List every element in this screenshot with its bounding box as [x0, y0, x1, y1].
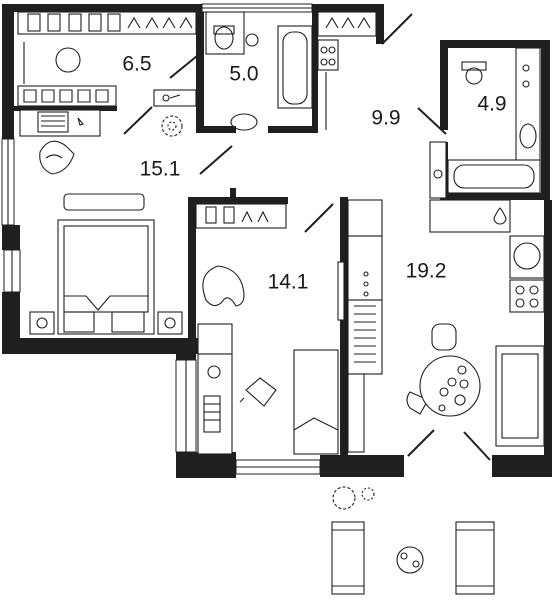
chair-icon [239, 377, 277, 407]
area-label-room: 14.1 [268, 271, 309, 294]
bathroom-2 [429, 47, 541, 199]
sink-icon [230, 113, 258, 131]
desk-icon [19, 109, 101, 137]
kitchen-living [347, 199, 545, 453]
bed-icon [293, 349, 339, 455]
bathtub-icon [277, 25, 313, 109]
mirror-icon [153, 89, 197, 107]
area-label-hallway: 9.9 [371, 107, 400, 130]
area-label-kitchen-living: 19.2 [406, 260, 447, 283]
area-label-bedroom: 15.1 [140, 158, 181, 181]
dining-table-icon [406, 323, 481, 417]
desk-icon [197, 353, 233, 455]
doors [123, 13, 491, 461]
windows [1, 3, 321, 475]
pouf-icon [55, 47, 81, 73]
area-labels: 6.5 5.0 9.9 4.9 15.1 14.1 19.2 [122, 53, 506, 294]
sofa-icon [495, 345, 545, 447]
terrace [331, 486, 495, 595]
bedroom [19, 89, 197, 335]
plant-icon [161, 115, 183, 137]
toilet-icon [213, 25, 235, 50]
bathtub-icon [447, 159, 541, 194]
bathroom-1 [205, 11, 377, 131]
area-label-bathroom-2: 4.9 [477, 93, 506, 116]
stove-icon [509, 279, 545, 313]
wardrobe-hanger-icon [27, 13, 193, 32]
sink-icon [519, 123, 537, 149]
walls [2, 4, 552, 478]
room-14 [195, 203, 345, 455]
terrace-furniture-icon [331, 521, 495, 595]
armchair-icon [202, 265, 245, 307]
chair-icon [39, 140, 75, 175]
bed-icon [29, 193, 183, 335]
wardrobe-room [17, 11, 197, 107]
bidet-icon [245, 33, 259, 47]
plant-icon [332, 486, 375, 510]
washing-machine-icon [317, 39, 339, 71]
toilet-icon [461, 61, 487, 85]
wardrobe-hanger-icon [205, 206, 269, 224]
kitchen-sink-icon [509, 235, 545, 279]
area-label-wardrobe: 6.5 [122, 53, 151, 76]
area-label-bathroom-1: 5.0 [229, 63, 258, 86]
